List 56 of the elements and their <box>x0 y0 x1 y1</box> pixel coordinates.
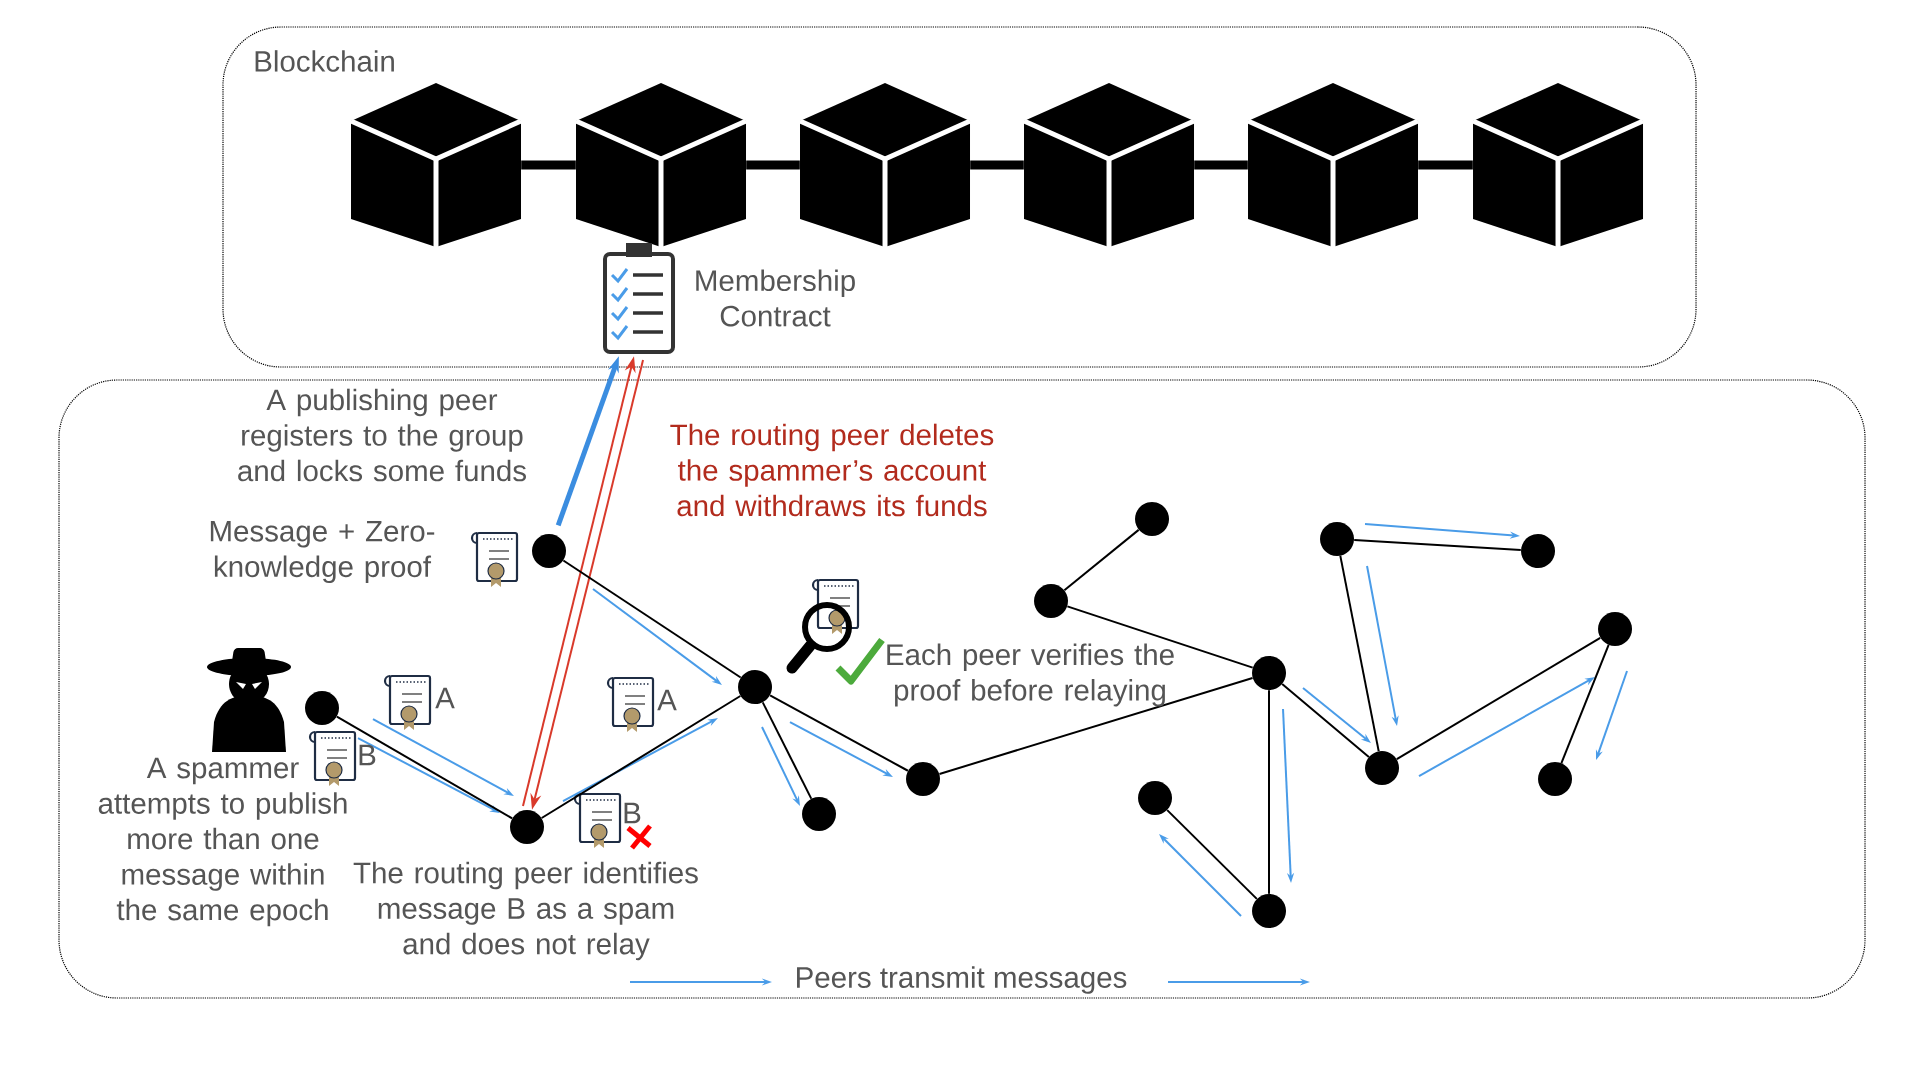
block-cube <box>1247 83 1420 247</box>
link-line <box>1281 683 1370 758</box>
message-letter: B <box>624 802 641 824</box>
network-panel <box>58 379 1866 999</box>
link-line <box>1066 605 1254 669</box>
link-line <box>1166 809 1258 900</box>
peer-node <box>1320 522 1354 556</box>
description-text: Peers transmit messages <box>797 966 1127 994</box>
message-letter: B <box>359 744 376 766</box>
link-line <box>1353 539 1522 551</box>
link-line <box>1560 644 1610 765</box>
message-letter: A <box>657 689 677 711</box>
link-line <box>761 701 813 800</box>
block-cube <box>350 83 523 247</box>
description-text: Each peer verifies the proof before relaying <box>887 643 1174 707</box>
message-letter: A <box>435 687 455 709</box>
peer-node <box>510 810 544 844</box>
link-line <box>1395 636 1602 761</box>
link-line <box>1339 554 1380 753</box>
contract-label: Membership Contract <box>696 269 855 327</box>
block-cube <box>575 83 748 247</box>
peer-node <box>802 797 836 831</box>
block-cube <box>799 83 972 247</box>
chain-link <box>1194 160 1248 170</box>
peer-node <box>906 762 940 796</box>
link-line <box>1268 689 1270 895</box>
peer-node <box>1598 612 1632 646</box>
chain-link <box>1418 160 1473 170</box>
chain-link <box>521 160 576 170</box>
peer-node <box>1521 534 1555 568</box>
description-text: The routing peer identifies message B as a spam and does not relay <box>353 861 698 961</box>
peer-node <box>1034 584 1068 618</box>
description-text: Message + Zero-knowledge proof <box>210 521 435 583</box>
description-text: A spammer attempts to publish more than one message within the same epoch <box>98 757 347 927</box>
peer-node <box>738 670 772 704</box>
link-line <box>769 694 909 772</box>
peer-node <box>1538 762 1572 796</box>
peer-node <box>1138 781 1172 815</box>
link-line <box>540 695 742 819</box>
link-line <box>1063 528 1140 592</box>
link-line <box>335 715 514 820</box>
chain-link <box>746 160 800 170</box>
chain-link <box>970 160 1024 170</box>
peer-node <box>1135 502 1169 536</box>
link-line <box>562 559 742 679</box>
link-line <box>938 677 1254 775</box>
description-text: The routing peer deletes the spammer’s account and withdraws its funds <box>670 423 994 517</box>
peer-node <box>1252 656 1286 690</box>
block-cube <box>1023 83 1196 247</box>
peer-node <box>1252 894 1286 928</box>
clipboard-icon <box>603 243 675 354</box>
block-cube <box>1472 83 1645 247</box>
description-text: A publishing peer registers to the group and locks some funds <box>238 388 526 482</box>
peer-node <box>532 534 566 568</box>
peer-node <box>305 691 339 725</box>
peer-node <box>1365 751 1399 785</box>
